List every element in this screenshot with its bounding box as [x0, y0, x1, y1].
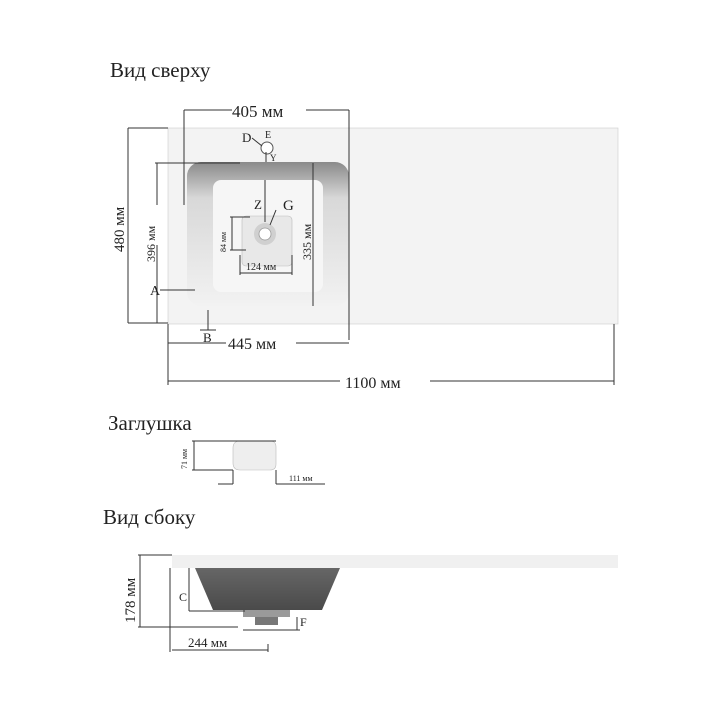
side-dim-offset: 244 мм — [188, 635, 227, 650]
label-z: Z — [254, 197, 262, 212]
top-view: 405 мм 480 мм 396 мм 335 мм 84 мм 124 мм… — [112, 102, 619, 392]
plug-title: Заглушка — [108, 411, 192, 435]
drain-flange — [243, 610, 290, 617]
plug-dim-height: 71 мм — [180, 449, 189, 469]
label-e: E — [265, 130, 271, 141]
dim-total-depth: 480 мм — [112, 206, 128, 252]
dim-basin-width: 405 мм — [232, 102, 284, 121]
dim-drain-width: 124 мм — [246, 262, 277, 273]
label-y: Y — [270, 153, 277, 163]
dim-basin-offset: 445 мм — [228, 336, 276, 353]
basin-side — [195, 568, 340, 610]
label-a: A — [150, 284, 161, 299]
drain-hole — [258, 227, 272, 241]
top-view-title: Вид сверху — [110, 58, 211, 82]
dim-inner-depth: 335 мм — [300, 223, 314, 260]
label-b: B — [203, 330, 212, 345]
overflow-hole — [260, 141, 274, 155]
label-d: D — [242, 130, 251, 145]
plug-shape — [232, 440, 277, 471]
side-dim-height: 178 мм — [123, 577, 139, 623]
countertop-side — [172, 555, 618, 568]
label-f: F — [300, 615, 307, 629]
label-g: G — [283, 198, 294, 214]
dim-total-length: 1100 мм — [345, 375, 401, 392]
side-view-title: Вид сбоку — [103, 505, 196, 529]
plug-view: 71 мм 111 мм — [180, 440, 325, 485]
label-c: C — [179, 590, 187, 604]
plug-dim-width: 111 мм — [289, 474, 313, 483]
dim-basin-depth: 396 мм — [144, 225, 158, 262]
side-view: 178 мм 244 мм C F — [123, 554, 618, 652]
drain-pipe — [255, 617, 278, 625]
dim-drain-height: 84 мм — [219, 232, 228, 252]
